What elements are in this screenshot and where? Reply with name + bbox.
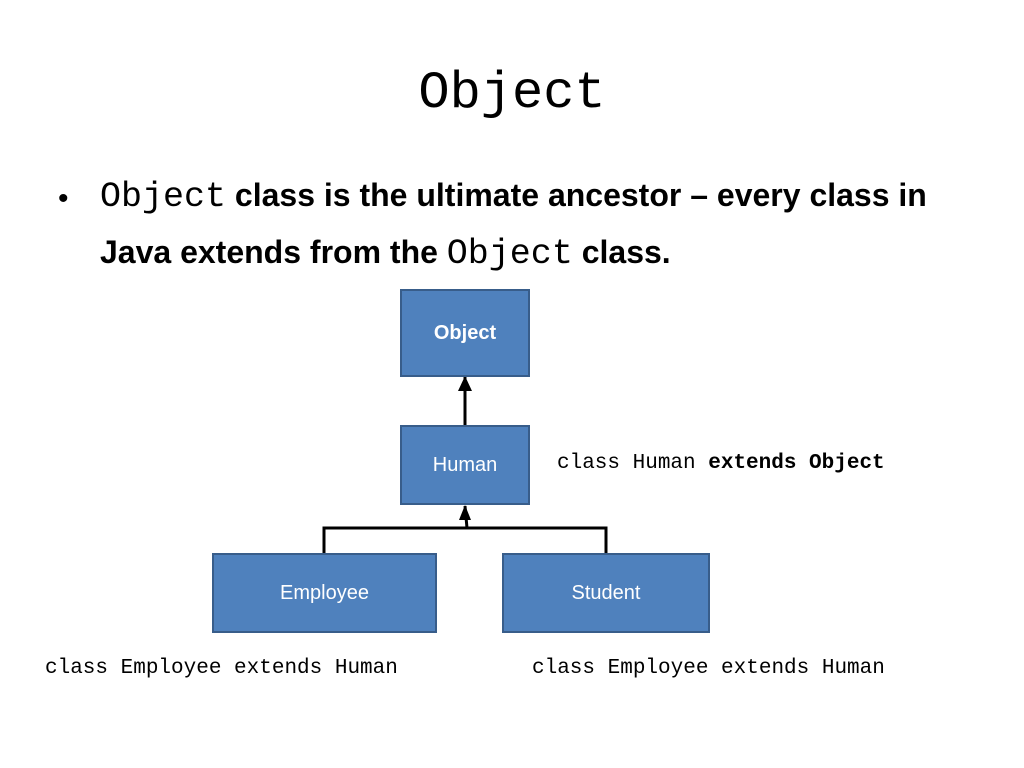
- node-student: Student: [502, 553, 710, 633]
- bullet-dot: •: [58, 182, 69, 215]
- slide-title: Object: [418, 64, 606, 123]
- node-object: Object: [400, 289, 530, 377]
- bullet-text-part-1: class is the ultimate ancestor – every c…: [100, 177, 927, 270]
- note-human: class Human extends Object: [557, 452, 885, 475]
- node-employee: Employee: [212, 553, 437, 633]
- arrowhead-human: [459, 505, 471, 520]
- node-human: Human: [400, 425, 530, 505]
- bullet-text-part-2: class.: [572, 234, 671, 270]
- arrowhead-object: [458, 376, 472, 391]
- bullet-code-object: Object: [100, 177, 227, 217]
- note-student: class Employee extends Human: [532, 657, 885, 680]
- bullet-code-object-2: Object: [446, 234, 573, 274]
- connector-employee-up: [322, 526, 608, 553]
- connector-children-to-human: [463, 505, 469, 529]
- note-employee: class Employee extends Human: [45, 657, 398, 680]
- note-human-plain: class Human: [557, 452, 709, 475]
- bullet-text: Object class is the ultimate ancestor – …: [100, 168, 970, 282]
- note-human-bold: extends Object: [708, 452, 885, 475]
